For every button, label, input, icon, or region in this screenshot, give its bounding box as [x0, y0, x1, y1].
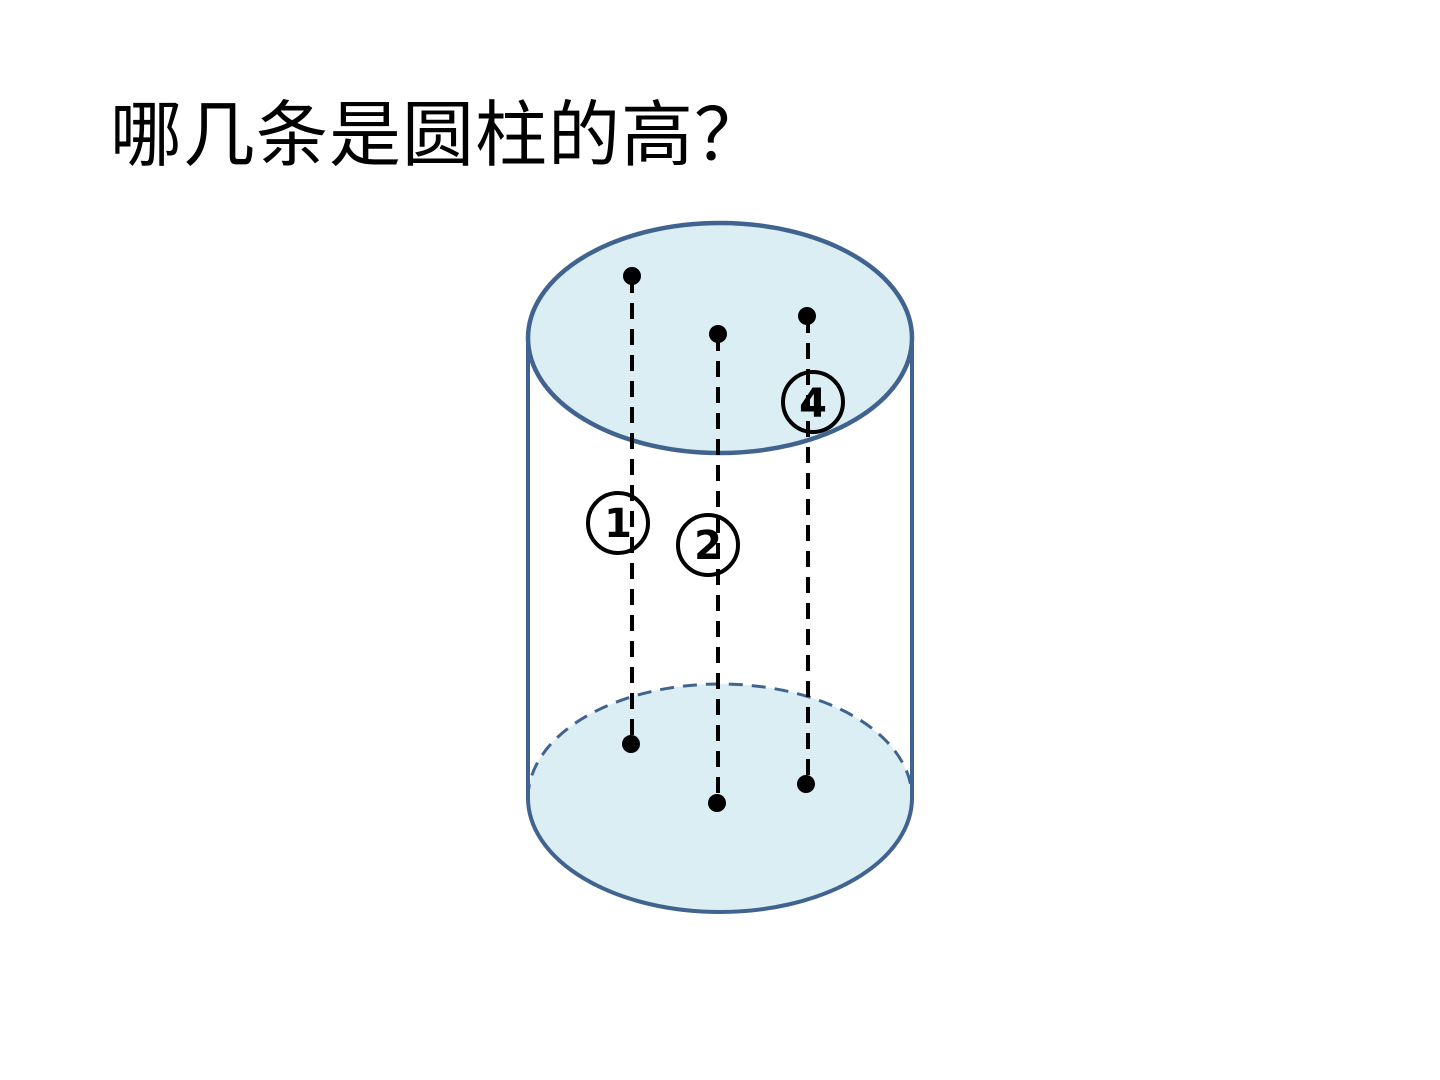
bottom-base-hidden-edge	[526, 682, 914, 799]
segment-2-bottom-point	[708, 794, 726, 812]
segment-4-bottom-point	[797, 775, 815, 793]
question-title: 哪几条是圆柱的高？	[110, 93, 768, 177]
segment-2-label: 2	[694, 523, 722, 569]
segment-2: 2	[676, 325, 740, 812]
segment-2-top-point	[709, 325, 727, 343]
segment-1-top-point	[623, 267, 641, 285]
segment-1-bottom-point	[622, 735, 640, 753]
bottom-base-front-edge	[526, 797, 914, 914]
segment-1-label: 1	[604, 501, 632, 547]
segment-2-label-circle	[676, 513, 740, 577]
segment-4: 4	[781, 307, 845, 793]
segment-4-label-circle	[781, 370, 845, 434]
segment-1: 1	[586, 267, 650, 753]
segment-4-top-point	[798, 307, 816, 325]
segment-4-label: 4	[799, 381, 827, 427]
segment-1-label-circle	[586, 491, 650, 555]
